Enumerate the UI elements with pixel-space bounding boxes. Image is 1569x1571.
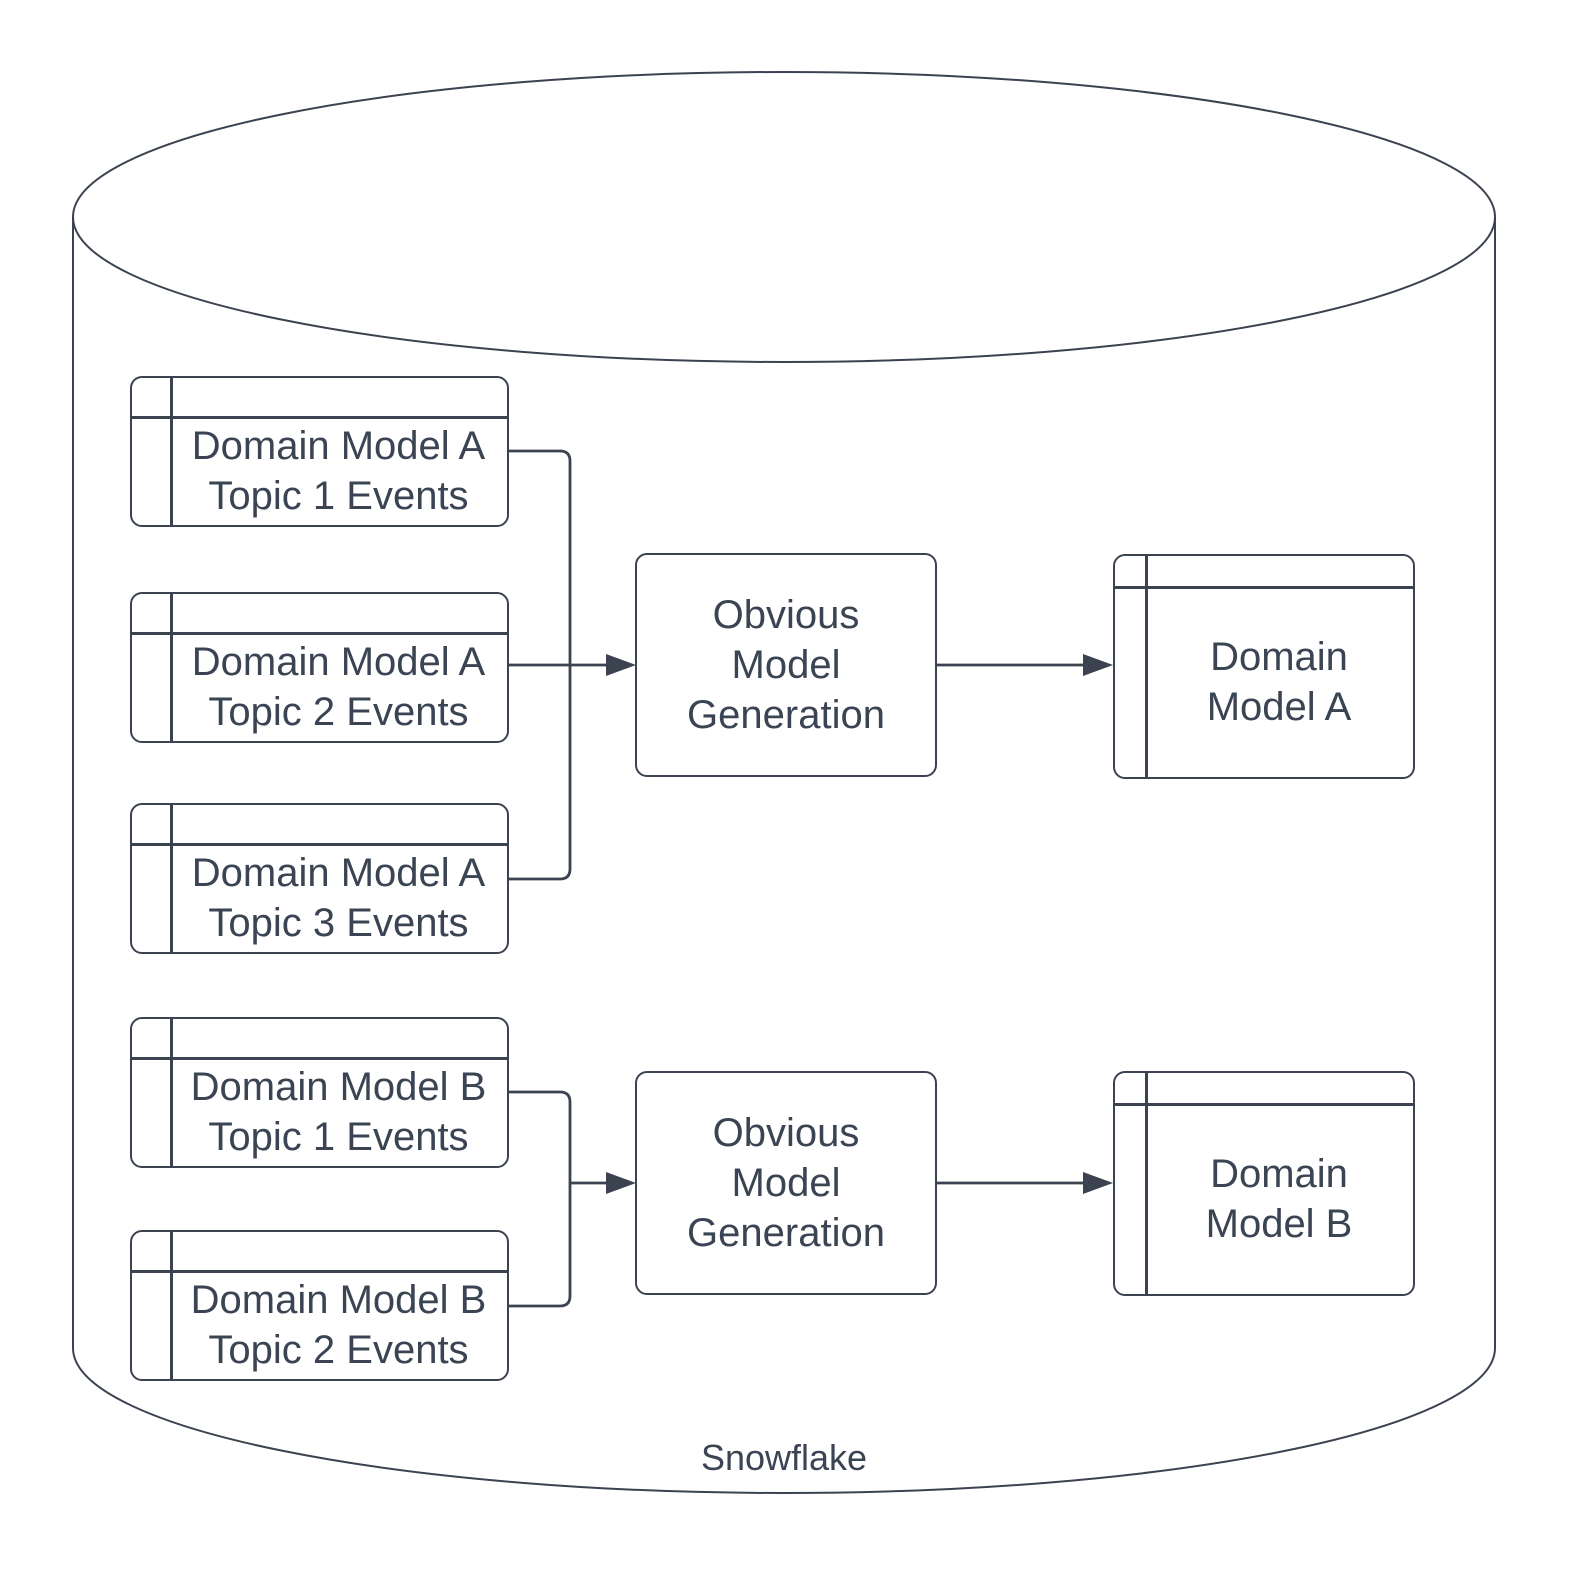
table-label: Domain Model B Topic 1 Events [172,1059,505,1164]
table-column-divider [170,1019,173,1166]
table-label-line: Domain [1210,634,1348,679]
process-label-line: Obvious [712,593,860,637]
table-label-line: Topic 2 Events [208,1327,469,1372]
table-label: Domain Model B Topic 2 Events [172,1272,505,1377]
output-table-domain-model-b: Domain Model B [1113,1071,1415,1296]
source-table-b-topic1: Domain Model B Topic 1 Events [130,1017,509,1168]
arrowhead-icon [1083,1172,1113,1194]
cylinder-top-ellipse [72,71,1496,363]
process-label-line: Obvious [712,1111,860,1155]
source-table-a-topic3: Domain Model A Topic 3 Events [130,803,509,954]
cylinder-body [72,217,1496,1494]
table-label-line: Domain Model A [191,850,486,895]
table-header-divider [132,1057,507,1060]
connectors-group-b [509,1090,1113,1308]
cylinder-label: Snowflake [700,1437,868,1478]
table-label-line: Topic 3 Events [208,900,469,945]
table-label: Domain Model A Topic 1 Events [172,418,505,523]
process-label-line: Generation [687,693,885,737]
table-column-divider [1145,1073,1148,1294]
table-label-line: Topic 1 Events [208,1114,469,1159]
process-box-model-generation-b: Obvious Model Generation [635,1071,937,1295]
table-header-divider [132,632,507,635]
arrowhead-icon [1083,654,1113,676]
table-label: Domain Model A Topic 3 Events [172,845,505,950]
table-label-line: Model B [1205,1201,1353,1246]
table-header-divider [1115,1103,1413,1106]
table-column-divider [170,805,173,952]
source-table-a-topic1: Domain Model A Topic 1 Events [130,376,509,527]
table-label-line: Domain Model B [190,1064,487,1109]
arrowhead-icon [606,1172,636,1194]
table-label: Domain Model B [1147,1105,1411,1292]
source-table-a-topic2: Domain Model A Topic 2 Events [130,592,509,743]
table-label-line: Model A [1206,684,1352,729]
process-box-model-generation-a: Obvious Model Generation [635,553,937,777]
table-label-line: Topic 2 Events [208,689,469,734]
table-column-divider [170,1232,173,1379]
table-label-line: Domain Model B [190,1277,487,1322]
table-label: Domain Model A Topic 2 Events [172,634,505,739]
table-header-divider [132,416,507,419]
process-label-line: Generation [687,1211,885,1255]
process-label-line: Model [731,643,841,687]
snowflake-cylinder [72,71,1496,1494]
process-label-line: Model [731,1161,841,1205]
connector-b-merge [509,1090,572,1308]
table-header-divider [1115,586,1413,589]
table-label-line: Topic 1 Events [208,473,469,518]
table-label-line: Domain Model A [191,423,486,468]
table-label-line: Domain [1210,1151,1348,1196]
output-table-domain-model-a: Domain Model A [1113,554,1415,779]
table-label-line: Domain Model A [191,639,486,684]
table-column-divider [170,378,173,525]
table-label: Domain Model A [1147,588,1411,775]
table-header-divider [132,1270,507,1273]
table-header-divider [132,843,507,846]
table-column-divider [1145,556,1148,777]
connectors-group-a [509,449,1113,881]
source-table-b-topic2: Domain Model B Topic 2 Events [130,1230,509,1381]
arrowhead-icon [606,654,636,676]
table-column-divider [170,594,173,741]
